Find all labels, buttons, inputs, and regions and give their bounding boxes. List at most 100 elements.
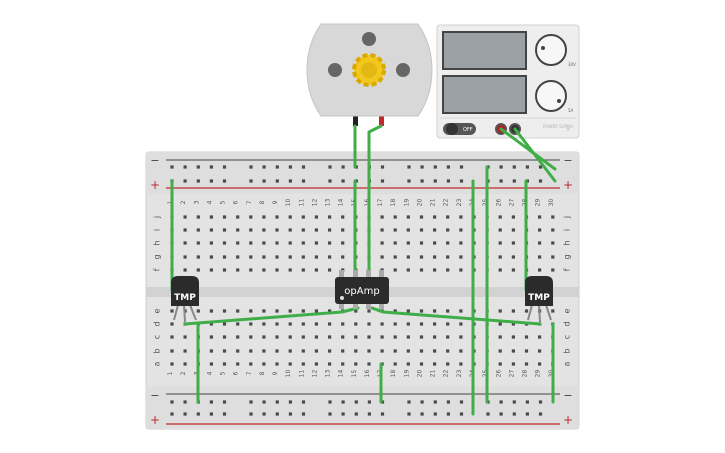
bolt-icon: ⚡ [565,125,571,135]
power-switch-label: OFF [463,127,473,133]
rail-minus-label-tl: − [150,154,159,167]
temperature-sensor-right[interactable]: TMP [525,276,553,323]
column-label-bottom-10: 10 [285,370,292,378]
opamp-label: opAmp [344,286,379,297]
column-label-top-30: 30 [548,199,555,207]
column-label-top-14: 14 [338,199,345,207]
rail-plus-label-br: + [563,413,573,427]
column-label-top-19: 19 [403,199,410,207]
column-label-bottom-20: 20 [416,370,423,378]
column-label-top-5: 5 [220,200,227,204]
column-label-top-21: 21 [430,199,437,207]
column-label-bottom-12: 12 [311,370,318,378]
voltage-knob-label: 30V [568,62,576,67]
column-label-top-26: 26 [495,199,502,207]
power-supply: 30V 5A OFF POWER SUPPLY ⚡ [436,24,580,139]
row-label-h-left: h [153,240,162,245]
row-label-h-right: h [563,240,572,245]
rail-plus-label-bl: + [150,413,160,427]
current-knob-label: 5A [568,108,574,113]
column-label-top-8: 8 [259,200,266,204]
column-label-top-20: 20 [416,199,423,207]
opamp-chip[interactable]: opAmp [335,270,389,309]
column-label-bottom-13: 13 [325,370,332,378]
column-label-bottom-21: 21 [430,370,437,378]
column-label-bottom-22: 22 [443,370,450,378]
row-label-f-left: f [153,268,162,271]
wire-psu-pos[interactable] [499,127,557,171]
column-label-top-23: 23 [456,199,463,207]
column-label-bottom-4: 4 [206,371,213,375]
row-label-f-right: f [563,268,572,271]
column-label-bottom-26: 26 [495,370,502,378]
column-label-top-11: 11 [298,199,305,207]
column-label-bottom-11: 11 [298,370,305,378]
rail-plus-label-tl: + [150,178,160,192]
column-label-top-22: 22 [443,199,450,207]
column-label-top-27: 27 [508,199,515,207]
power-switch[interactable]: OFF [443,123,476,135]
temperature-sensor-right-label: TMP [528,293,550,303]
column-label-bottom-27: 27 [508,370,515,378]
column-label-bottom-18: 18 [390,370,397,378]
gear-icon [352,53,386,87]
column-label-bottom-23: 23 [456,370,463,378]
row-label-j-right: j [563,216,572,219]
column-label-bottom-14: 14 [338,370,345,378]
wire-left-to-opamp[interactable] [183,306,360,326]
column-label-top-16: 16 [364,199,371,207]
rail-minus-label-br: − [563,389,572,402]
row-label-e-left: e [153,308,162,313]
voltage-knob[interactable] [535,34,567,66]
wire-opamp-to-right[interactable] [370,306,542,326]
column-label-bottom-8: 8 [259,371,266,375]
row-label-i-left: i [153,229,162,231]
row-label-c-left: c [153,335,162,339]
rail-minus-label-bl: − [150,389,159,402]
column-label-top-9: 9 [272,200,279,204]
rail-plus-label-tr: + [563,178,573,192]
column-label-top-10: 10 [285,199,292,207]
column-label-top-7: 7 [246,200,253,204]
row-label-g-right: g [563,254,572,259]
column-label-top-17: 17 [377,199,384,207]
row-label-i-right: i [563,229,572,231]
row-label-d-right: d [563,321,572,326]
current-knob[interactable] [535,80,567,112]
row-label-c-right: c [563,335,572,339]
column-label-bottom-28: 28 [522,370,529,378]
column-label-bottom-1: 1 [167,371,174,375]
wires [170,124,557,416]
column-label-bottom-2: 2 [180,371,187,375]
column-label-top-13: 13 [325,199,332,207]
column-label-top-29: 29 [535,199,542,207]
column-label-top-3: 3 [193,200,200,204]
row-label-b-right: b [563,348,572,353]
column-label-bottom-19: 19 [403,370,410,378]
column-label-top-2: 2 [180,200,187,204]
column-label-bottom-30: 30 [548,370,555,378]
rail-minus-label-tr: − [563,154,572,167]
wire-psu-neg[interactable] [513,127,557,183]
column-label-top-6: 6 [233,200,240,204]
column-label-top-12: 12 [311,199,318,207]
column-label-bottom-7: 7 [246,371,253,375]
column-label-bottom-6: 6 [233,371,240,375]
column-label-top-4: 4 [206,200,213,204]
temperature-sensor-left-label: TMP [174,293,196,303]
row-label-a-right: a [563,361,572,366]
column-label-bottom-29: 29 [535,370,542,378]
row-label-g-left: g [153,254,162,259]
column-label-bottom-9: 9 [272,371,279,375]
row-label-a-left: a [153,361,162,366]
dc-motor[interactable] [306,23,433,126]
wire-motor-pos[interactable] [367,124,383,274]
row-label-e-right: e [563,308,572,313]
temperature-sensor-left[interactable]: TMP [171,276,199,323]
column-label-bottom-15: 15 [351,370,358,378]
row-label-j-left: j [153,216,162,219]
row-label-b-left: b [153,348,162,353]
power-supply-brand: POWER SUPPLY [543,124,574,129]
column-label-bottom-5: 5 [220,371,227,375]
